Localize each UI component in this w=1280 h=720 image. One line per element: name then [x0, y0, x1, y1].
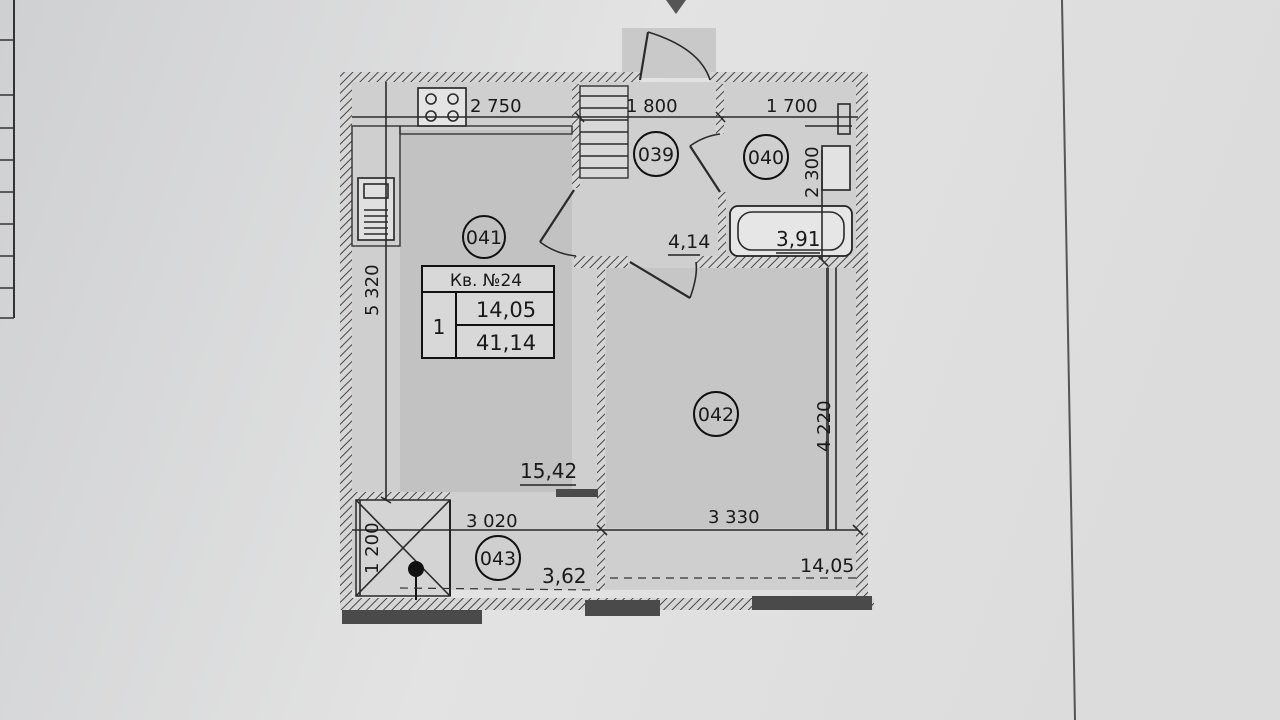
room-id: 039	[638, 144, 674, 166]
room-id: 043	[480, 548, 516, 570]
dim-bath-depth: 2 300	[802, 146, 823, 198]
room-door-icon	[629, 261, 698, 299]
area-042: 14,05	[800, 555, 854, 577]
stove-icon	[417, 87, 467, 127]
room-marker-042: 042	[693, 391, 739, 437]
room-id: 041	[466, 227, 502, 249]
dim-corridor-width: 1 800	[626, 96, 678, 117]
total-area: 41,14	[476, 331, 536, 355]
kitchen-door-icon	[539, 189, 577, 257]
apartment-number: Кв. №24	[450, 271, 522, 291]
sheet-border-line	[1061, 0, 1076, 720]
kitchen-counter-side	[351, 125, 401, 247]
dimension-lines	[352, 82, 864, 596]
top-arrow-marker	[666, 0, 686, 14]
dim-room-depth: 4 220	[814, 400, 835, 452]
area-041: 15,42	[520, 459, 577, 483]
dim-balcony-width: 3 020	[466, 511, 518, 532]
toilet-icon	[805, 103, 852, 191]
dim-kitchen-depth: 5 320	[362, 264, 383, 316]
area-039: 4,14	[668, 231, 710, 253]
room-marker-040: 040	[743, 134, 789, 180]
room-id: 042	[698, 404, 734, 426]
living-area: 14,05	[476, 298, 536, 322]
area-040: 3,91	[776, 227, 821, 251]
room-marker-039: 039	[633, 131, 679, 177]
bathroom-door-icon	[689, 133, 721, 193]
wardrobe-icon	[579, 85, 629, 179]
walls	[340, 72, 874, 624]
dim-kitchen-width: 2 750	[470, 96, 522, 117]
area-043: 3,62	[542, 564, 587, 588]
dim-room-width: 3 330	[708, 507, 760, 528]
rooms-count: 1	[433, 315, 446, 339]
room-marker-041: 041	[462, 215, 506, 259]
room-id: 040	[748, 147, 784, 169]
dim-bath-width: 1 700	[766, 96, 818, 117]
dim-balcony-depth: 1 200	[362, 522, 383, 574]
sink-icon	[357, 177, 395, 241]
room-marker-043: 043	[475, 535, 521, 581]
apartment-info-table: Кв. №24 1 14,05 41,14	[421, 265, 555, 359]
entrance-door-icon	[638, 31, 711, 81]
balcony-area	[355, 499, 451, 600]
left-table-fragment	[0, 0, 15, 319]
